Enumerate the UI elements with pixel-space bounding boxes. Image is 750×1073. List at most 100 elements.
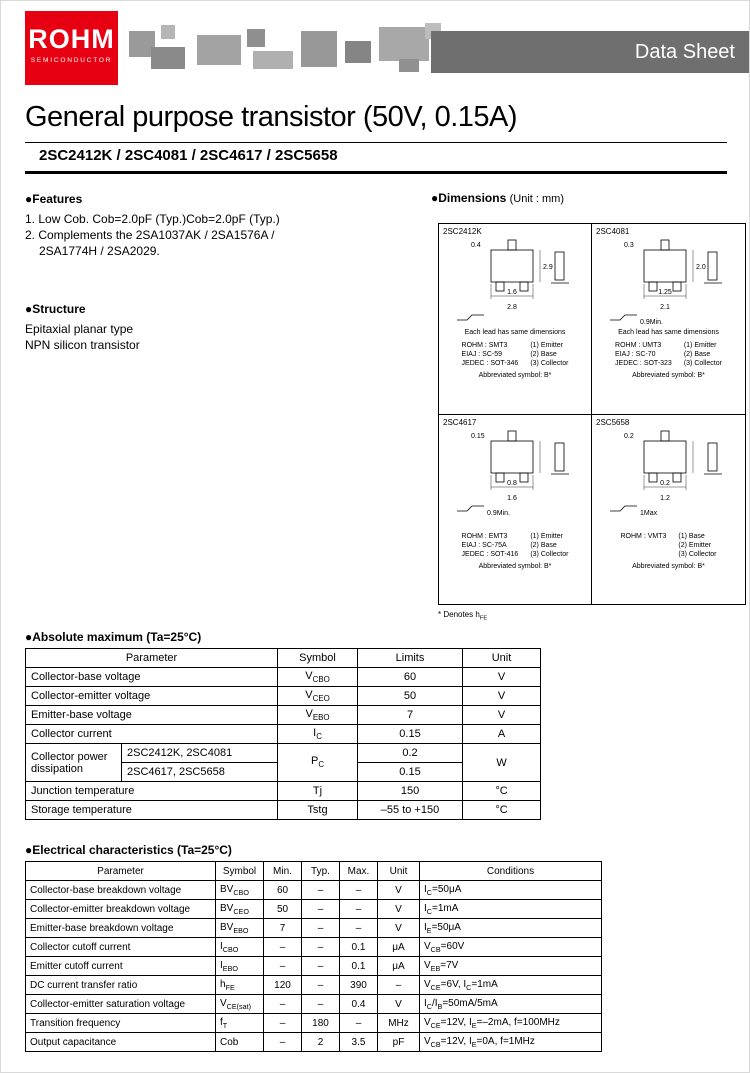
structure-section: ●Structure Epitaxial planar type NPN sil…	[25, 301, 420, 353]
electrical-characteristics-heading: ●Electrical characteristics (Ta=25°C)	[25, 843, 232, 857]
dim-extra-label: 0.9Min.	[640, 319, 663, 326]
package-panel-2sc5658: 2SC5658	[592, 415, 745, 605]
table-cell: VCE(sat)	[215, 994, 264, 1014]
pin-line: (3) Collector	[530, 360, 569, 367]
table-cell: Output capacitance	[25, 1032, 216, 1052]
table-cell: Collector power dissipation	[25, 743, 122, 782]
table-cell: 3.5	[339, 1032, 378, 1052]
code-line	[620, 541, 666, 550]
table-cell: VCBO	[277, 667, 359, 687]
table-cell: –	[263, 994, 302, 1014]
table-cell: Tj	[277, 781, 359, 801]
table-cell: IE=50μA	[419, 918, 602, 938]
rohm-logo: ROHM SEMICONDUCTOR	[25, 11, 118, 85]
lead-note	[596, 520, 741, 529]
package-pins: (1) Emitter (2) Base (3) Collector	[530, 532, 568, 559]
table-cell: Tstg	[277, 800, 359, 820]
electrical-characteristics-table: Parameter Symbol Min. Typ. Max. Unit Con…	[25, 861, 602, 1052]
table-cell: 180	[301, 1013, 340, 1033]
code-line: JEDEC : SOT-416	[461, 550, 519, 558]
column-header: Unit	[377, 861, 420, 881]
abbreviated-symbol: Abbreviated symbol: B*	[632, 562, 705, 570]
package-codes: ROHM : SMT3 EIAJ : SC-59 JEDEC : SOT-346	[462, 341, 519, 368]
column-header: Max.	[339, 861, 378, 881]
table-cell: VEB=7V	[419, 956, 602, 976]
code-line: EIAJ : SC-75A	[461, 541, 507, 549]
table-cell: –	[339, 1013, 378, 1033]
pin-line: (1) Emitter	[530, 342, 563, 349]
package-top-view	[643, 430, 687, 482]
dim-lead-label: 0.4	[471, 242, 481, 249]
package-pins: (1) Emitter (2) Base (3) Collector	[684, 341, 722, 368]
package-name: 2SC4617	[443, 417, 477, 427]
decor-block	[161, 25, 175, 39]
table-cell: ICBO	[215, 937, 264, 957]
table-cell: Collector-base voltage	[24, 667, 279, 687]
table-cell: V	[377, 899, 420, 919]
pin-line: (2) Emitter	[678, 541, 712, 549]
decor-block	[151, 47, 185, 69]
code-line: EIAJ : SC-59	[461, 351, 502, 358]
table-cell: 60	[263, 880, 302, 900]
decor-block	[197, 35, 241, 65]
table-cell: Storage temperature	[24, 800, 279, 820]
column-header: Typ.	[301, 861, 340, 881]
hfe-footnote: * Denotes hFE	[438, 610, 488, 622]
dimensions-box: 2SC2412K	[438, 223, 746, 605]
dimensions-unit-label: (Unit : mm)	[509, 193, 564, 205]
decor-block	[129, 31, 155, 57]
table-cell: 0.2	[357, 743, 464, 763]
lead-profile	[457, 505, 484, 511]
column-header: Symbol	[277, 648, 359, 668]
column-header: Parameter	[24, 648, 279, 668]
table-cell: V	[462, 705, 542, 725]
dim-extra-label: 1Max	[640, 510, 658, 517]
pin-line: (3) Collector	[678, 550, 717, 558]
table-cell: Collector current	[24, 724, 279, 744]
lead-profile	[457, 314, 484, 321]
table-cell: °C	[462, 781, 542, 801]
table-cell: Emitter cutoff current	[25, 956, 216, 976]
table-cell: –	[301, 937, 340, 957]
code-line: ROHM : UMT3	[615, 342, 662, 349]
table-cell: A	[462, 724, 542, 744]
dim-inner-label: 0.8	[507, 480, 517, 487]
column-header: Symbol	[215, 861, 264, 881]
table-cell: 7	[357, 705, 464, 725]
table-cell: 0.1	[339, 937, 378, 957]
table-cell: BVCEO	[215, 899, 264, 919]
package-panel-2sc2412k: 2SC2412K	[439, 224, 592, 415]
dimensions-heading-label: ●Dimensions	[431, 191, 507, 205]
table-cell: °C	[462, 800, 542, 820]
table-cell: IC=1mA	[419, 899, 602, 919]
package-codes-pins: ROHM : VMT3 (1) Base (2) Emitter (3) Col…	[596, 532, 741, 559]
table-cell: VCEO	[277, 686, 359, 706]
table-cell: Collector-base breakdown voltage	[25, 880, 216, 900]
decor-block	[247, 29, 265, 47]
table-cell: VCB=60V	[419, 937, 602, 957]
table-cell: –	[377, 975, 420, 995]
abbreviated-symbol: Abbreviated symbol: B*	[478, 562, 552, 570]
package-codes: ROHM : UMT3 EIAJ : SC-70 JEDEC : SOT-323	[615, 341, 672, 368]
table-cell: IC	[277, 724, 359, 744]
table-cell: 2SC4617, 2SC5658	[120, 762, 279, 782]
table-cell: IEBO	[215, 956, 264, 976]
code-line: ROHM : VMT3	[620, 532, 667, 540]
dim-width-label: 1.2	[660, 495, 670, 502]
package-top-view	[643, 239, 687, 292]
absolute-maximum-table: Parameter Symbol Limits Unit Collector-b…	[24, 648, 542, 820]
lead-note: Each lead has same dimensions	[464, 329, 566, 336]
dim-height-label: 2.0	[696, 264, 706, 271]
package-codes-pins: ROHM : SMT3 EIAJ : SC-59 JEDEC : SOT-346…	[443, 341, 587, 368]
dim-lead-label: 0.15	[471, 433, 485, 440]
features-section: ●Features 1. Low Cob. Cob=2.0pF (Typ.)Co…	[25, 191, 420, 259]
table-cell: BVCBO	[215, 880, 264, 900]
dim-lead-label: 0.2	[624, 433, 634, 440]
table-cell: –	[339, 899, 378, 919]
